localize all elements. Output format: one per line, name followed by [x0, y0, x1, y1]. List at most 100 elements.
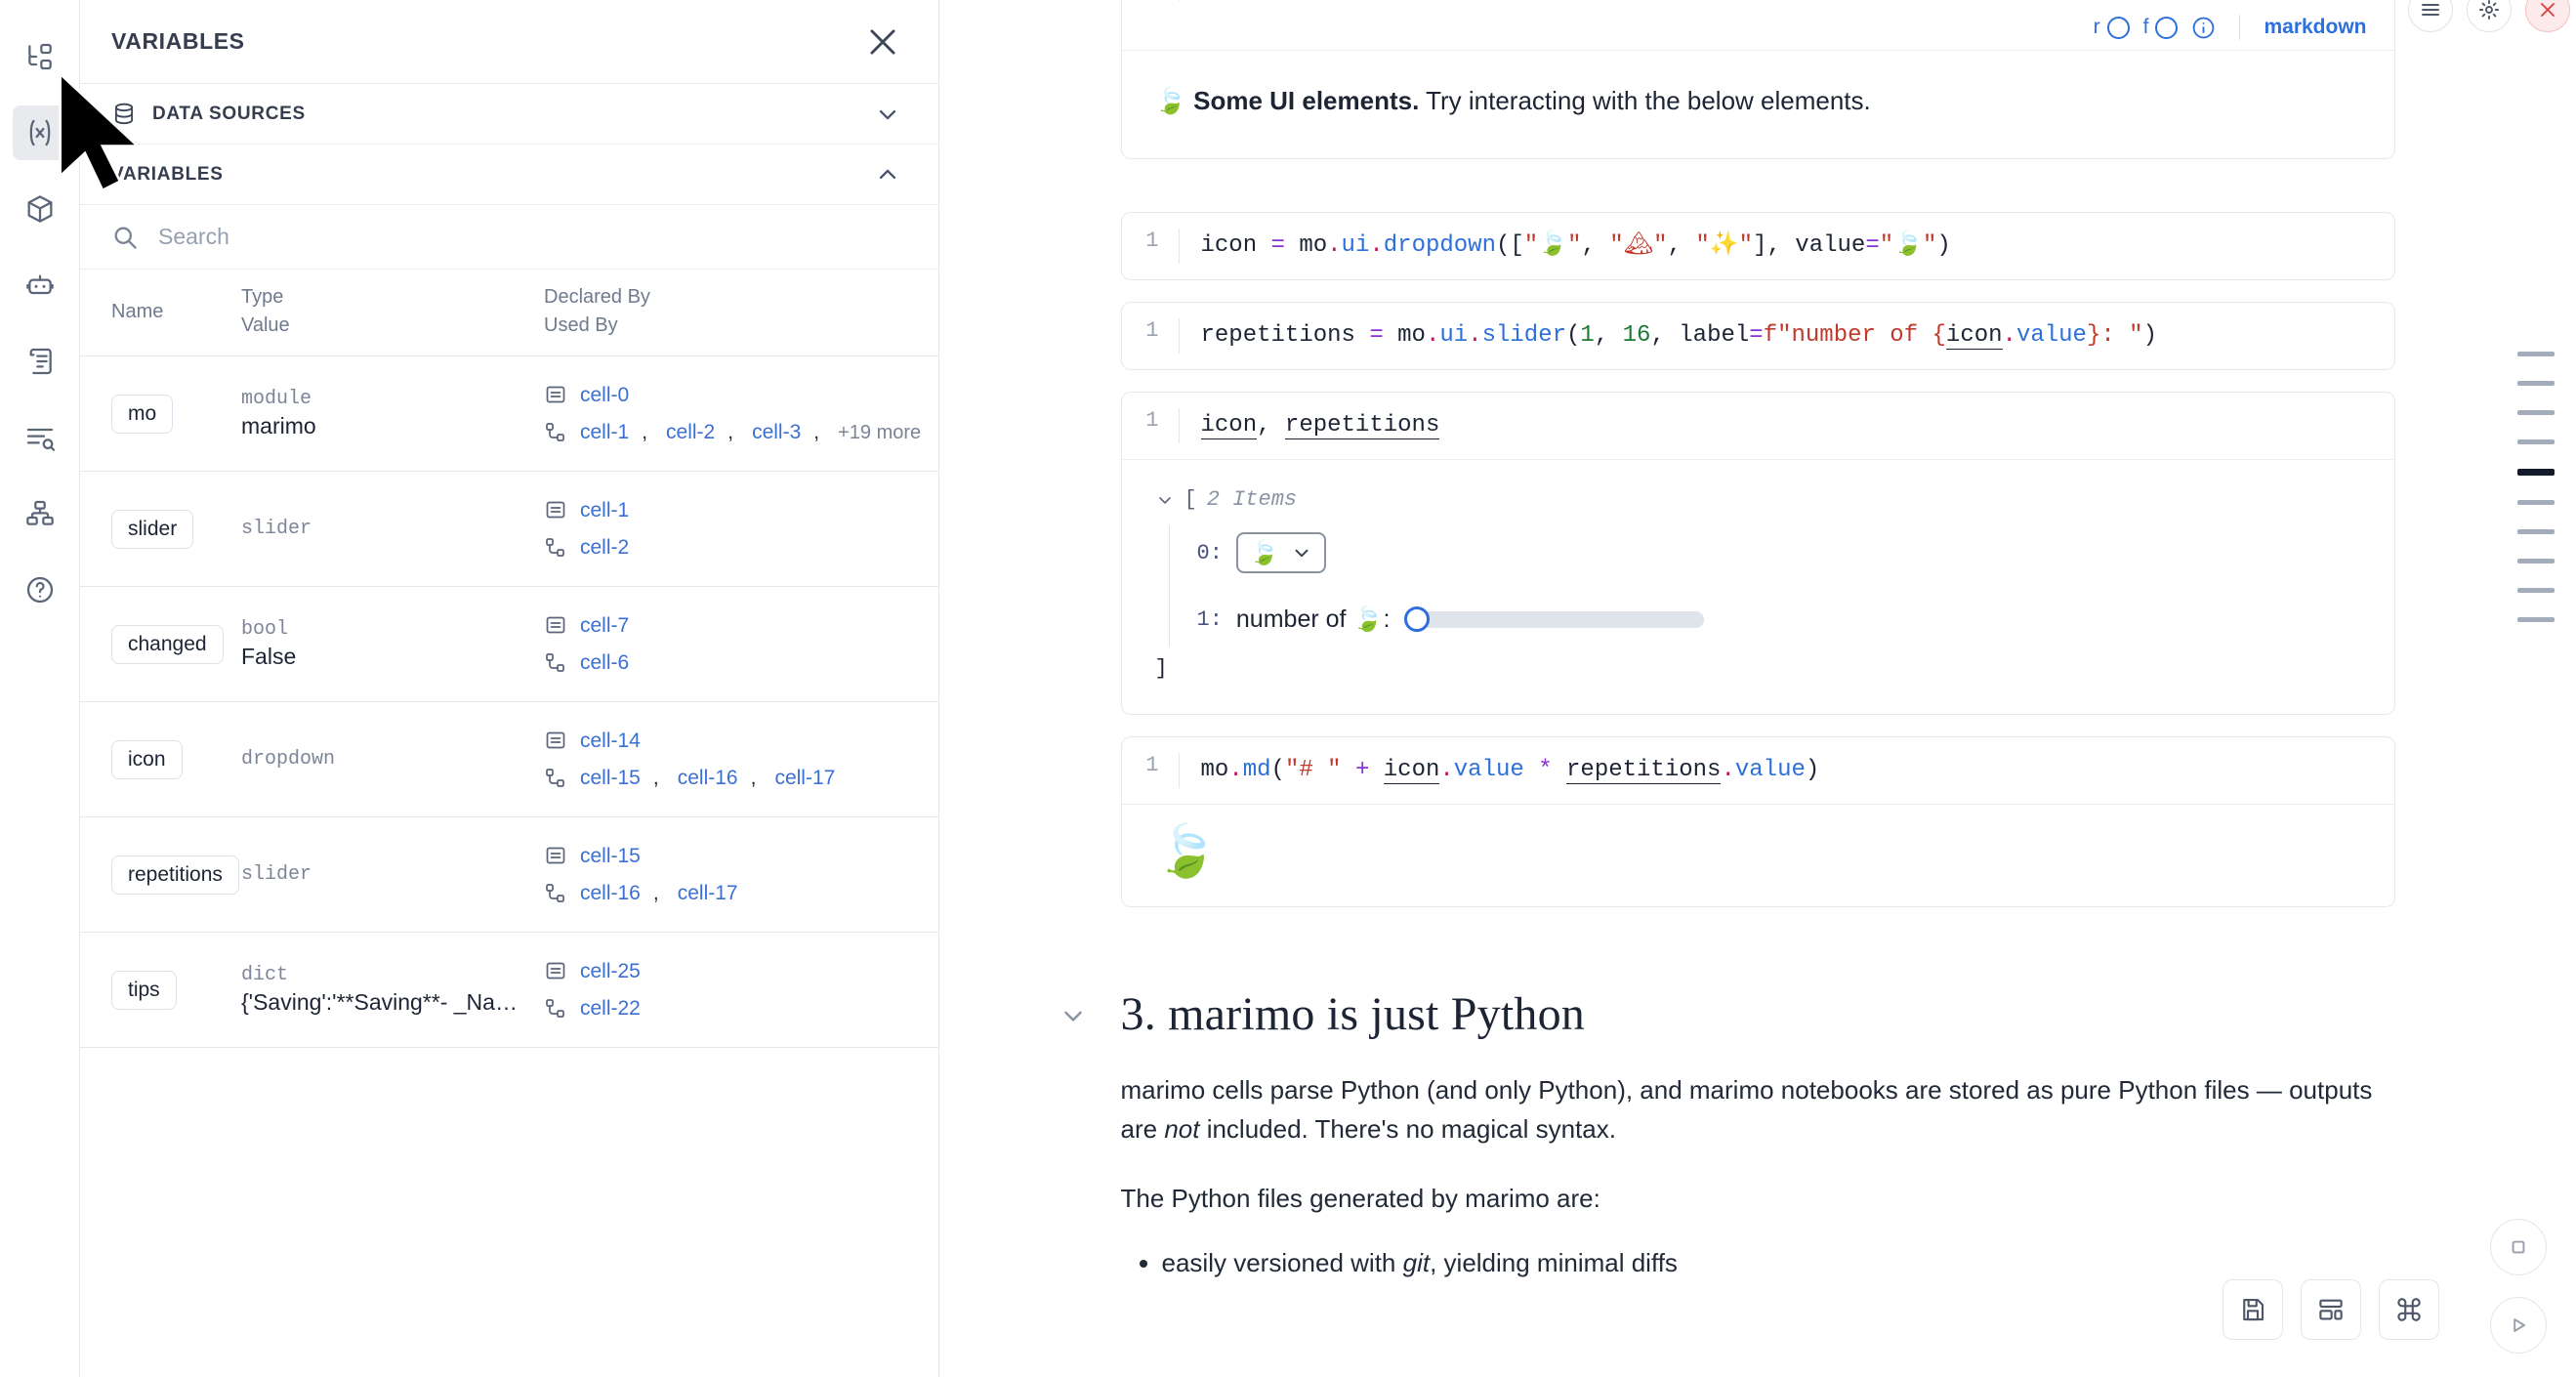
code-cell-dropdown: 1 icon = mo.ui.dropdown(["🍃", "🏔", "✨"],… [1120, 212, 2395, 280]
f-ring-icon [2155, 16, 2179, 39]
bullet-part-b: , yielding minimal diffs [1430, 1247, 1678, 1277]
section-data-sources[interactable]: DATA SOURCES [80, 84, 938, 145]
markdown-rest-text: Try interacting with the below elements. [1419, 86, 1871, 115]
minimap-mark[interactable] [2517, 529, 2555, 534]
chevron-down-icon[interactable] [1059, 1001, 1088, 1030]
cell-reference-link[interactable]: cell-17 [677, 882, 738, 904]
chevron-down-icon[interactable] [1155, 490, 1175, 510]
tree-header[interactable]: [ 2 Items [1155, 487, 2361, 512]
code-token [1355, 322, 1369, 349]
variables-icon[interactable] [12, 105, 67, 160]
more-count-label[interactable]: +19 more [838, 421, 922, 443]
chevron-down-icon[interactable] [874, 101, 901, 128]
minimap-mark[interactable] [2517, 469, 2555, 476]
info-icon[interactable] [2191, 16, 2216, 40]
cell-reference-link[interactable]: cell-2 [580, 536, 630, 559]
variable-name-chip[interactable]: changed [111, 624, 224, 664]
code-editor[interactable]: 1 icon, repetitions [1122, 393, 2394, 459]
chevron-up-icon[interactable] [874, 161, 901, 188]
cell-menu-icon[interactable] [2407, 0, 2453, 32]
code-token [1369, 757, 1383, 783]
variable-name-chip[interactable]: mo [111, 394, 174, 434]
cell-reference-link[interactable]: cell-1 [580, 498, 630, 522]
code-editor[interactable]: 1 repetitions = mo.ui.slider(1, 16, labe… [1122, 303, 2394, 369]
used-by-icon [544, 421, 567, 444]
cell-reference-link[interactable]: cell-25 [580, 959, 641, 982]
slider-track[interactable] [1420, 610, 1704, 628]
cell-settings-icon[interactable] [2466, 0, 2512, 32]
variable-name-chip[interactable]: repetitions [111, 855, 239, 895]
code-token: dropdown [1383, 232, 1496, 259]
minimap-mark[interactable] [2517, 500, 2555, 505]
command-icon[interactable] [2379, 1279, 2439, 1340]
layout-icon[interactable] [2301, 1279, 2361, 1340]
cell-reference-link[interactable]: cell-16 [677, 767, 738, 789]
search-input[interactable] [158, 224, 907, 250]
reactive-indicator[interactable]: r [2094, 16, 2130, 39]
dropdown-widget[interactable]: 🍃 [1235, 532, 1326, 573]
code-token: . [1369, 232, 1384, 259]
code-token: ], [1753, 232, 1796, 259]
formatted-indicator[interactable]: f [2143, 16, 2179, 39]
used-by-line: cell-22 [544, 993, 938, 1024]
language-label[interactable]: markdown [2264, 16, 2367, 38]
slider-knob[interactable] [1403, 606, 1430, 632]
variable-name-chip[interactable]: tips [111, 970, 177, 1010]
cell-reference-link[interactable]: cell-7 [580, 613, 630, 637]
variables-panel: VARIABLES DATA SOURCES VARIABLES [80, 0, 939, 1377]
markdown-source[interactable]: 1 """🍃 Some UI elements."" Try interacti… [1122, 0, 2394, 5]
cell-reference-link[interactable]: cell-2 [666, 421, 716, 443]
cell-reference-link[interactable]: cell-14 [580, 729, 641, 752]
robot-icon[interactable] [13, 258, 67, 313]
minimap-mark[interactable] [2517, 439, 2555, 444]
variable-name-chip[interactable]: icon [111, 739, 183, 779]
dropdown-value: 🍃 [1249, 539, 1279, 566]
file-tree-icon[interactable] [13, 29, 67, 84]
package-icon[interactable] [13, 182, 67, 236]
cell-reference-link[interactable]: cell-3 [752, 421, 802, 443]
help-icon[interactable] [13, 563, 67, 617]
separator: , [642, 421, 648, 443]
code-token: label [1679, 322, 1750, 349]
minimap-mark[interactable] [2517, 617, 2555, 622]
code-token: value [2015, 322, 2087, 349]
list-item: easily versioned with git, yielding mini… [1162, 1243, 2395, 1282]
minimap-mark[interactable] [2517, 588, 2555, 593]
separator: , [652, 767, 659, 789]
code-editor[interactable]: 1 icon = mo.ui.dropdown(["🍃", "🏔", "✨"],… [1122, 213, 2394, 279]
search-row [80, 205, 938, 270]
cell-reference-link[interactable]: cell-6 [580, 651, 630, 674]
section-variables[interactable]: VARIABLES [80, 145, 938, 205]
cell-reference-link[interactable]: cell-22 [580, 997, 641, 1020]
cell-reference-link[interactable]: cell-1 [580, 421, 630, 443]
minimap-mark[interactable] [2517, 352, 2555, 356]
line-number: 1 [1145, 229, 1159, 253]
section-paragraph-1: marimo cells parse Python (and only Pyth… [1121, 1070, 2395, 1149]
minimap-mark[interactable] [2517, 559, 2555, 563]
cell-delete-icon[interactable] [2524, 0, 2570, 32]
stop-icon[interactable] [2490, 1219, 2547, 1275]
run-icon[interactable] [2490, 1297, 2547, 1354]
database-icon [111, 102, 137, 127]
code-editor[interactable]: 1 mo.md("# " + icon.value * repetitions.… [1122, 737, 2394, 804]
scratchpad-icon[interactable] [13, 334, 67, 389]
cell-reference-link[interactable]: cell-17 [774, 767, 836, 789]
cell-reference-link[interactable]: cell-15 [580, 844, 641, 867]
cell-reference-link[interactable]: cell-0 [580, 383, 630, 406]
cell-reference-link[interactable]: cell-16 [580, 882, 641, 904]
code-token: = [1865, 232, 1880, 259]
minimap-mark[interactable] [2517, 381, 2555, 386]
variable-type: module [241, 388, 312, 410]
minimap-mark[interactable] [2517, 410, 2555, 415]
dependencies-icon[interactable] [13, 486, 67, 541]
bullet-part-a: easily versioned with [1161, 1247, 1403, 1277]
logs-icon[interactable] [13, 410, 67, 465]
cell-reference-link[interactable]: cell-15 [580, 767, 641, 789]
slider-widget[interactable] [1403, 606, 1704, 632]
close-icon[interactable] [864, 23, 901, 61]
code-token: icon [1200, 232, 1258, 259]
variable-name-chip[interactable]: slider [111, 509, 194, 549]
save-icon[interactable] [2223, 1279, 2283, 1340]
code-token [1342, 757, 1355, 783]
minimap[interactable] [2517, 352, 2555, 622]
